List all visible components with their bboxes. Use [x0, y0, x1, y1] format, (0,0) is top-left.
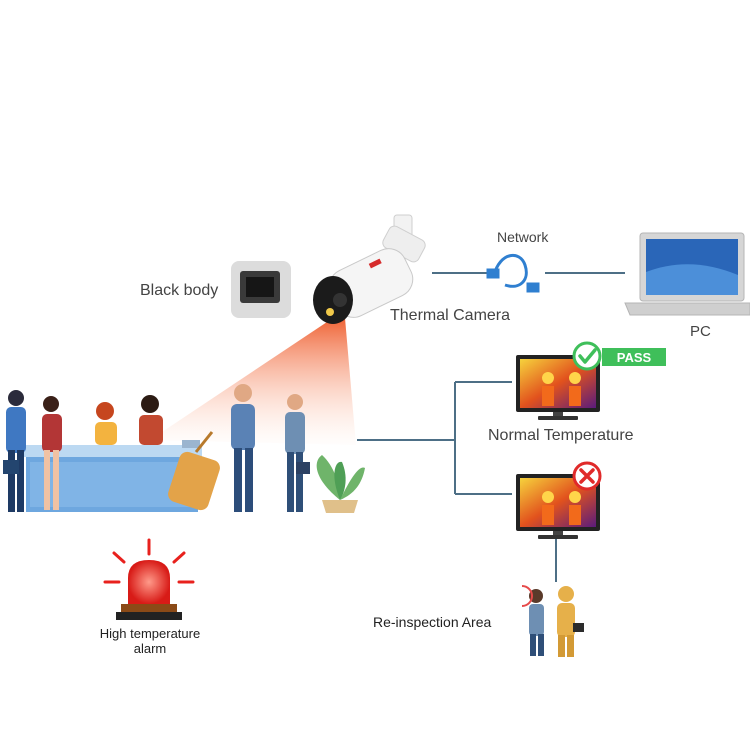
pass-badge: PASS	[617, 350, 652, 365]
inspection-worker	[557, 586, 584, 657]
pc-label: PC	[690, 323, 711, 340]
high-temperature-alarm-label: High temperature alarm	[99, 626, 201, 656]
person-4	[139, 395, 163, 445]
branch-lines	[357, 381, 557, 582]
network-label: Network	[497, 229, 549, 245]
reinspection-area-label: Re-inspection Area	[373, 614, 492, 630]
person-5	[231, 384, 255, 512]
person-6	[285, 394, 310, 512]
plant-icon	[316, 455, 365, 513]
suitcase-icon	[168, 431, 220, 511]
person-3	[95, 402, 117, 445]
cross-icon	[572, 461, 602, 491]
person-1	[3, 390, 26, 512]
thermal-camera-icon	[313, 214, 426, 324]
black-body-device-icon	[231, 261, 291, 318]
inspection-officer	[521, 585, 544, 656]
black-body-label: Black body	[140, 282, 219, 299]
person-2	[42, 396, 62, 510]
network-cable-icon	[486, 254, 540, 293]
pass-badge-bg	[602, 348, 666, 366]
monitor-icon-abnormal	[516, 474, 600, 539]
check-icon	[572, 341, 602, 371]
thermal-camera-label: Thermal Camera	[390, 307, 511, 324]
infrared-beam	[150, 318, 356, 445]
laptop-icon	[624, 232, 750, 316]
normal-temperature-label: Normal Temperature	[488, 427, 634, 444]
alarm-light-icon	[103, 538, 195, 620]
